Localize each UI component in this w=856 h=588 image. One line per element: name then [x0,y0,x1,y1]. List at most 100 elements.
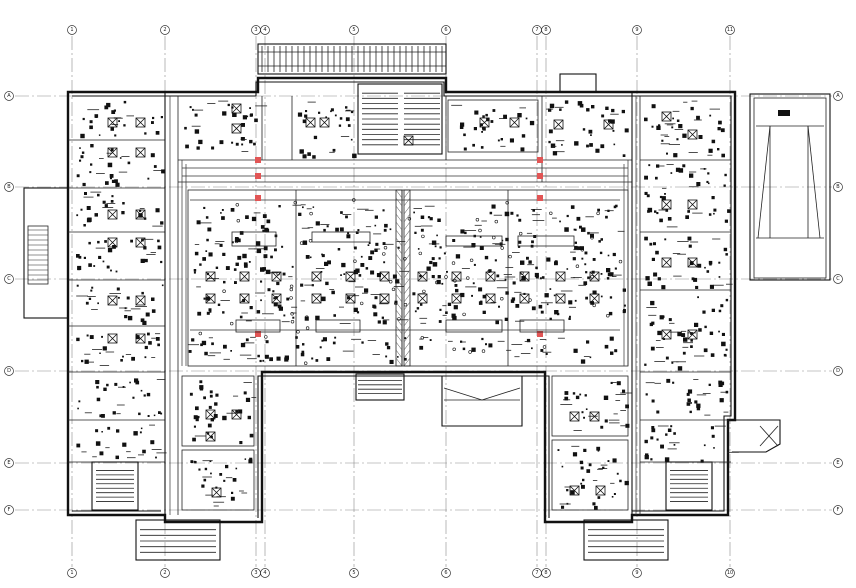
fixture-mark [364,288,369,293]
fixture-mark [686,392,690,396]
unit-box [205,431,216,442]
fixture-mark [193,415,198,420]
fixture-mark [283,314,286,317]
fixture-mark [645,276,650,281]
fixture-mark [480,123,483,127]
southeast-stair-core [665,461,713,511]
fixture-mark [302,206,304,209]
fixture-mark [80,133,85,139]
fixture-mark [718,330,720,333]
fixture-mark [334,114,337,117]
fixture-mark [90,144,94,148]
fixture-mark [253,142,256,146]
fixture-mark [464,231,467,235]
fixture-mark [687,210,690,213]
fixture-mark [305,255,310,259]
fixture-mark [437,275,441,279]
fixture-mark [546,303,549,306]
svg-text:F: F [8,507,11,513]
fixture-mark [104,105,109,110]
fixture-mark [529,120,535,126]
fixture-mark [207,432,210,435]
fixture-mark [161,284,164,287]
fixture-mark [231,241,234,244]
fixture-mark [609,272,614,277]
fixture-mark [338,124,342,127]
fixture-mark [521,276,526,281]
fixture-mark [276,281,280,286]
fixture-mark [132,396,135,399]
fixture-mark [585,271,588,274]
fixture-mark [210,418,214,422]
fixture-mark [597,496,601,499]
fixture-mark [91,286,94,289]
fixture-mark [535,266,538,270]
fixture-mark [672,381,675,384]
fixture-mark [538,304,543,309]
unit-cross [135,117,146,128]
electrical-symbol [198,331,203,336]
unit-box [107,295,118,306]
fixture-mark [656,438,659,441]
fixture-mark [114,382,118,386]
svg-text:A: A [7,93,11,99]
fixture-mark [95,380,100,385]
fixture-mark [709,114,712,117]
fixture-mark [345,215,348,219]
electrical-symbol [466,276,470,280]
fixture-mark [241,123,245,127]
fixture-mark [264,354,269,359]
fixture-mark [576,216,581,221]
fixture-mark [104,240,107,243]
fixture-mark [192,437,196,442]
fixture-mark [549,288,552,290]
air-handling-unit [305,117,316,128]
fixture-mark [93,265,96,267]
fixture-mark [695,285,699,289]
svg-text:10: 10 [727,570,733,576]
fixture-mark [619,479,622,483]
fixture-mark [655,250,659,255]
hall-table [315,319,361,333]
electrical-symbol [394,301,398,306]
fixture-mark [140,258,145,263]
fixture-mark [698,135,703,139]
fixture-mark [120,359,123,362]
unit-box [555,271,566,282]
fixture-mark [604,419,608,423]
fixture-mark [259,359,262,363]
fixture-mark [203,206,206,209]
fixture-mark [302,240,308,245]
red-fire-markers [255,157,543,337]
fixture-mark [668,318,672,322]
fixture-mark [383,261,386,264]
fixture-mark [431,257,435,261]
fixture-mark [225,266,230,270]
south-entrance-left [135,519,221,561]
fixture-mark [192,108,194,111]
svg-text:C: C [7,276,11,282]
air-handling-unit [135,295,146,306]
hall-table [445,235,503,247]
fixture-mark [650,346,655,351]
fixture-mark [404,337,407,340]
truss-brace [403,189,411,199]
fixture-mark [263,246,268,251]
fixture-mark [304,114,308,118]
air-handling-unit [311,293,322,304]
fixture-mark [153,165,157,168]
fixture-mark [613,143,616,146]
grid-bubble-5-bottom: 5 [349,568,359,578]
fixture-mark [625,423,630,428]
fixture-mark [646,194,650,198]
fixture-mark [651,426,655,429]
unit-box [589,271,600,282]
fixture-mark [488,343,493,348]
fixture-mark [504,278,507,281]
fixture-mark [397,356,399,358]
unit-cross [311,271,322,282]
truss-brace [395,261,403,271]
fixture-mark [119,157,122,159]
fixture-mark [647,210,650,213]
unit-cross [569,485,580,496]
